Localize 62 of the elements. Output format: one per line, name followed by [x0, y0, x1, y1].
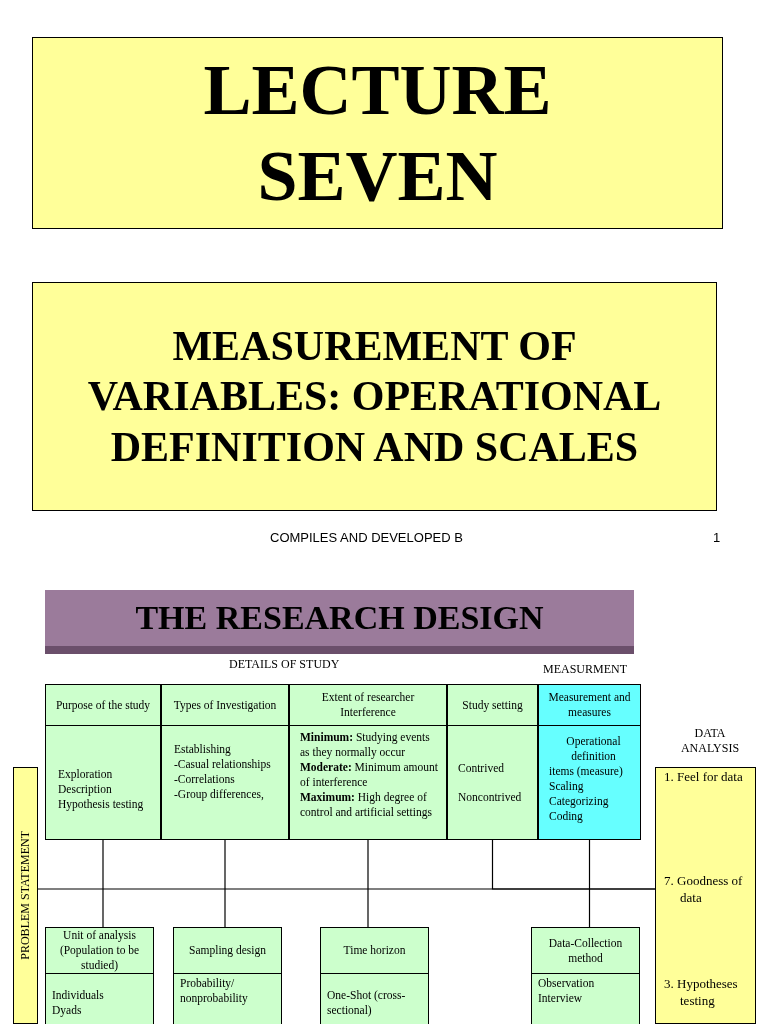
vertical-bar: [13, 767, 38, 1024]
page-number: 1: [713, 530, 721, 545]
box-heading: Data-Collection method: [547, 935, 624, 966]
table-column: [289, 684, 447, 840]
design-box: [173, 927, 282, 1024]
list-item: Coding: [549, 809, 584, 824]
column-heading: Extent of researcher Interference: [320, 690, 416, 720]
list-item: Minimum: Studying events as they normally occur: [300, 730, 431, 760]
column-heading: Study setting: [462, 697, 523, 713]
connector-line: [37, 888, 656, 890]
list-item: Operational definition: [565, 734, 622, 764]
column-heading: Types of Investigation: [173, 697, 277, 713]
list-item: 7. Goodness of data: [663, 871, 744, 907]
list-item: Maximum: High degree of control and artificial settings: [300, 790, 433, 820]
connector-line: [588, 839, 591, 928]
list-item: -Group differences,: [174, 787, 265, 802]
list-item: Dyads: [52, 1003, 83, 1018]
section-label: MEASURMENT: [543, 662, 627, 677]
table-column: [447, 684, 538, 840]
list-item: Exploration: [58, 767, 114, 782]
connector-line: [367, 839, 369, 928]
column-heading: Purpose of the study: [55, 697, 151, 713]
list-item: items (measure): [549, 764, 624, 779]
list-item: Hypothesis testing: [58, 797, 145, 812]
list-item: Interview: [538, 991, 584, 1006]
list-item: Establishing: [174, 742, 232, 757]
table-column: [45, 684, 161, 840]
section-label: DATA ANALYSIS: [680, 726, 740, 756]
connector-line: [224, 839, 226, 928]
list-item: -Casual relationships: [174, 757, 272, 772]
list-item: Individuals: [52, 988, 105, 1003]
list-item: Scaling: [549, 779, 585, 794]
list-item: Observation: [538, 976, 596, 991]
title-slide-box: [32, 282, 717, 511]
analysis-box: [655, 767, 756, 1024]
list-item: Contrived: [458, 760, 505, 776]
column-heading: Measurement and measures: [547, 690, 632, 720]
footer-text: COMPILES AND DEVELOPED B: [270, 530, 463, 545]
box-heading: Time horizon: [343, 943, 406, 958]
bar-label: PROBLEM STATEMENT: [18, 831, 33, 960]
connector-line: [102, 839, 104, 928]
list-item: 3. Hypotheses testing: [663, 975, 739, 1010]
list-item: Noncontrived: [458, 789, 523, 805]
list-item: Probability/ nonprobability: [180, 976, 249, 1006]
design-box: [45, 927, 154, 1024]
slide-title: MEASUREMENT OF VARIABLES: OPERATIONAL DEFINITION AND SCALES: [86, 321, 663, 472]
list-item: 1. Feel for data: [663, 768, 744, 786]
section-label: DETAILS OF STUDY: [229, 657, 340, 672]
list-item: Description: [58, 782, 113, 797]
table-column: [161, 684, 289, 840]
list-item: Moderate: Minimum amount of interference: [300, 760, 439, 790]
title-slide-box: [32, 37, 723, 229]
banner-title: THE RESEARCH DESIGN: [135, 599, 544, 637]
design-box: [531, 927, 640, 1024]
box-heading: Unit of analysis (Population to be studied): [58, 928, 141, 973]
list-item: Categorizing: [549, 794, 610, 809]
list-item: -Correlations: [174, 772, 236, 787]
design-box: [320, 927, 429, 1024]
box-heading: Sampling design: [189, 943, 266, 958]
list-item: One-Shot (cross-sectional): [327, 988, 407, 1018]
slide-title: LECTURE SEVEN: [202, 48, 553, 218]
table-column: [538, 684, 641, 840]
